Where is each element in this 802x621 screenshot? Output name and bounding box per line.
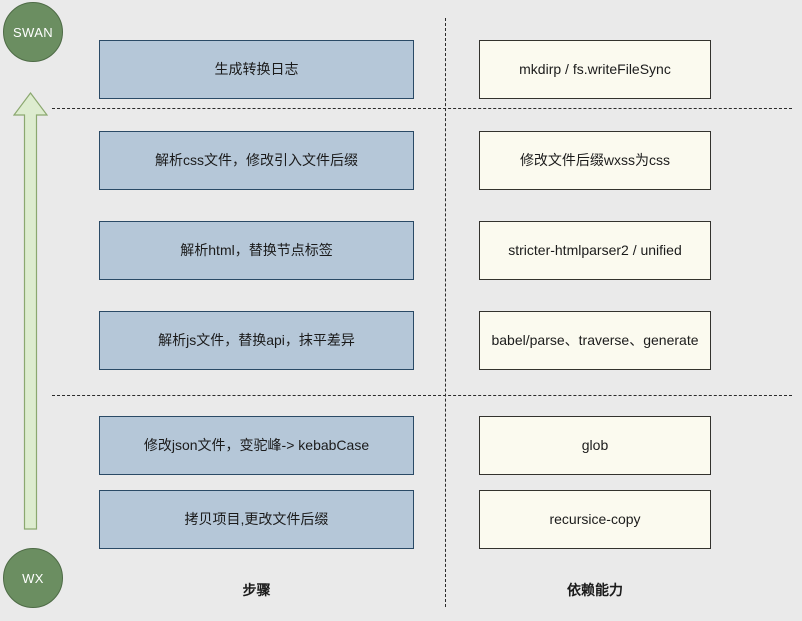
- dependency-box: recursice-copy: [479, 490, 711, 549]
- step-box: 生成转换日志: [99, 40, 414, 99]
- dependency-box: babel/parse、traverse、generate: [479, 311, 711, 370]
- divider-vertical: [445, 18, 446, 607]
- divider-horizontal-bottom: [52, 395, 792, 396]
- dependency-box: mkdirp / fs.writeFileSync: [479, 40, 711, 99]
- stage-circle-wx: WX: [3, 548, 63, 608]
- step-box: 拷贝项目,更改文件后缀: [99, 490, 414, 549]
- step-box: 解析html，替换节点标签: [99, 221, 414, 280]
- dependency-box: glob: [479, 416, 711, 475]
- stage-circle-swan: SWAN: [3, 2, 63, 62]
- step-box: 修改json文件，变驼峰-> kebabCase: [99, 416, 414, 475]
- stage-label-swan: SWAN: [12, 24, 54, 40]
- step-box: 解析css文件，修改引入文件后缀: [99, 131, 414, 190]
- dependency-box: 修改文件后缀wxss为css: [479, 131, 711, 190]
- column-caption-steps: 步骤: [242, 582, 271, 598]
- stage-label-wx: WX: [22, 570, 44, 586]
- dependency-box: stricter-htmlparser2 / unified: [479, 221, 711, 280]
- upward-flow-arrow-icon: [13, 92, 48, 530]
- step-box: 解析js文件，替换api，抹平差异: [99, 311, 414, 370]
- column-caption-dependencies: 依赖能力: [567, 582, 623, 598]
- divider-horizontal-top: [52, 108, 792, 109]
